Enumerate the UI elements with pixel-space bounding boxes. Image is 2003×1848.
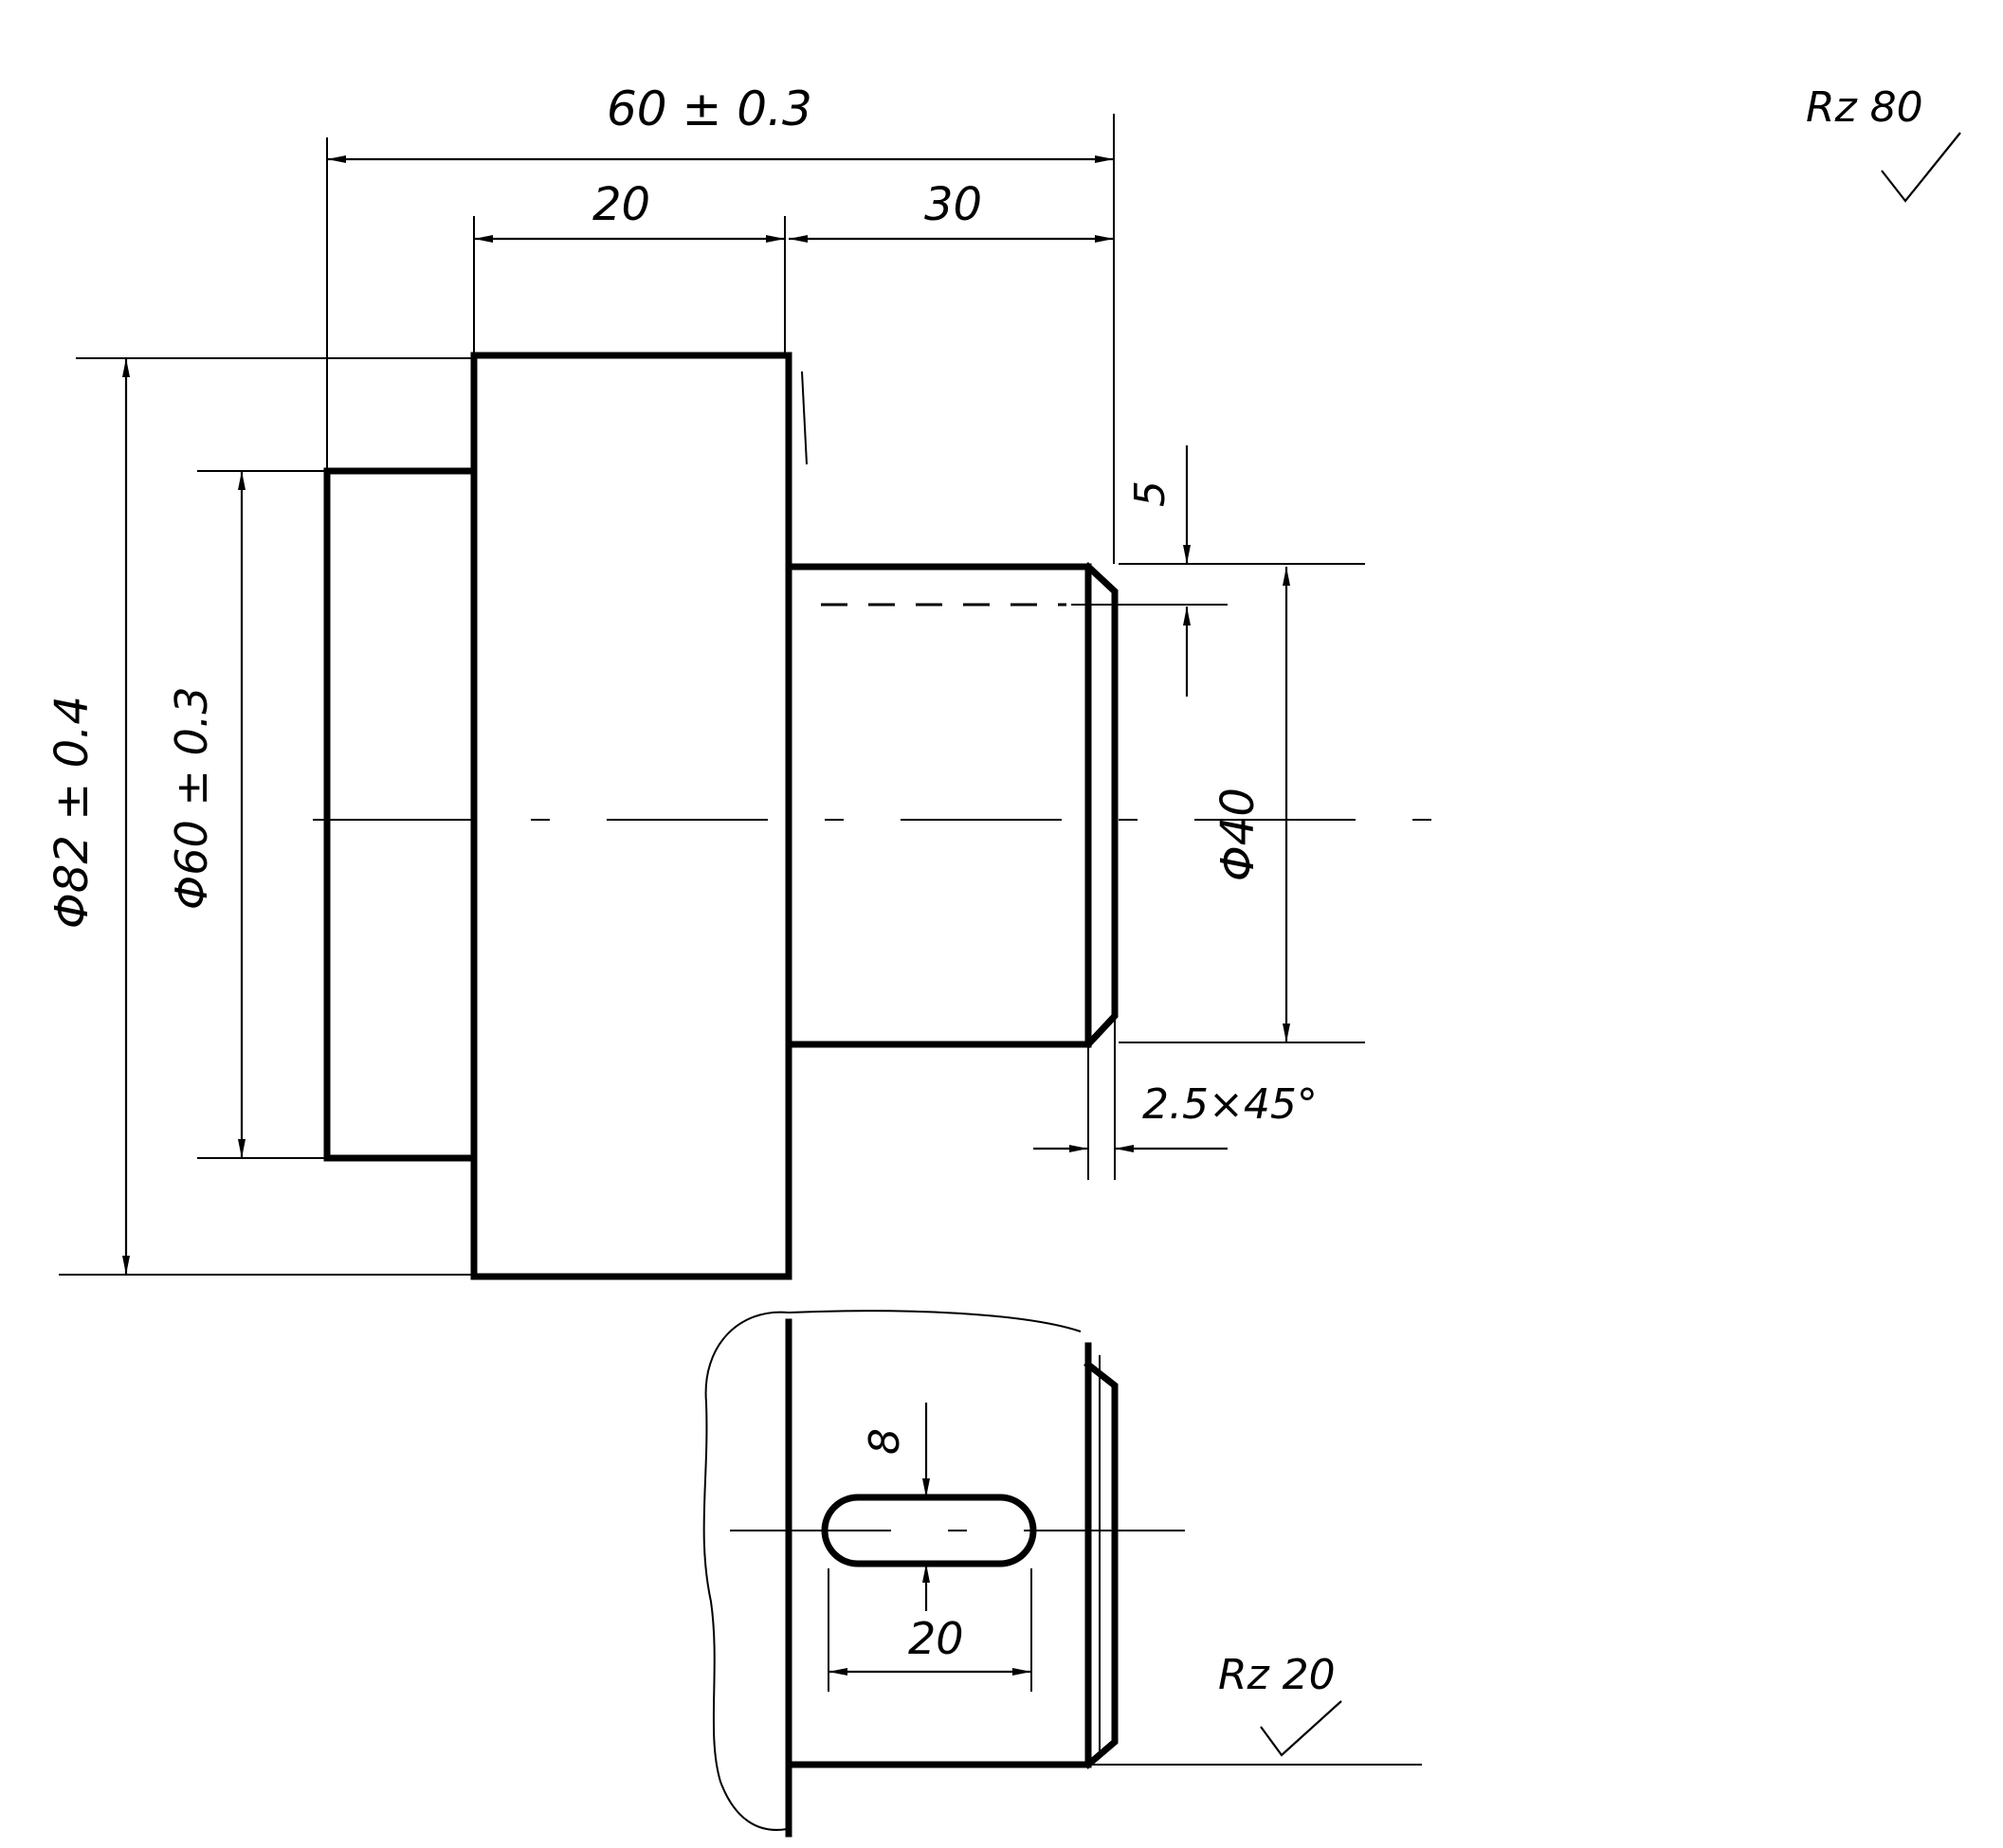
flange-edge-mark: [801, 371, 808, 465]
shaft-outline: [789, 563, 1092, 1048]
dim-keyway-depth: 5: [1071, 445, 1228, 697]
shaft-diameter-label: Φ40: [1211, 788, 1265, 881]
shaft-chamfer: [1083, 562, 1119, 1049]
roughness-local-label: Rz 20: [1218, 1651, 1336, 1699]
roughness-general-symbol: [1881, 132, 1961, 203]
detail-top-edge: [788, 1310, 1082, 1332]
flange-length-label: 20: [592, 178, 650, 231]
dim-flange-length: 20: [473, 178, 786, 353]
slot-length-label: 20: [908, 1613, 964, 1664]
dim-outer-diameter: Φ82 ± 0.4: [46, 357, 474, 1276]
outer-diameter-label: Φ82 ± 0.4: [46, 696, 99, 929]
detail-view: 8 20: [702, 1310, 1422, 1838]
shaft-length-label: 30: [924, 178, 982, 231]
keyway-depth-label: 5: [1126, 480, 1174, 507]
detail-break-line: [702, 1311, 790, 1831]
chamfer-label: 2.5×45°: [1142, 1080, 1318, 1129]
overall-length-label: 60 ± 0.3: [607, 82, 812, 136]
flange-outline: [470, 352, 792, 1280]
main-view: [313, 352, 1450, 1280]
dim-shaft-length: 30: [789, 178, 1114, 243]
detail-right-end: [1083, 1342, 1119, 1769]
hub-outline: [323, 467, 473, 1162]
hub-diameter-label: Φ60 ± 0.3: [166, 686, 217, 910]
roughness-local: Rz 20: [1218, 1651, 1342, 1757]
roughness-local-symbol: [1260, 1700, 1342, 1757]
roughness-general-label: Rz 80: [1806, 83, 1923, 132]
dim-hub-diameter: Φ60 ± 0.3: [166, 470, 325, 1159]
dim-shaft-diameter: Φ40: [1119, 563, 1365, 1043]
slot-width-label: 8: [861, 1428, 909, 1455]
dim-chamfer: 2.5×45°: [1033, 1019, 1318, 1180]
roughness-general: Rz 80: [1806, 83, 1961, 203]
dim-overall-length: 60 ± 0.3: [326, 82, 1115, 564]
